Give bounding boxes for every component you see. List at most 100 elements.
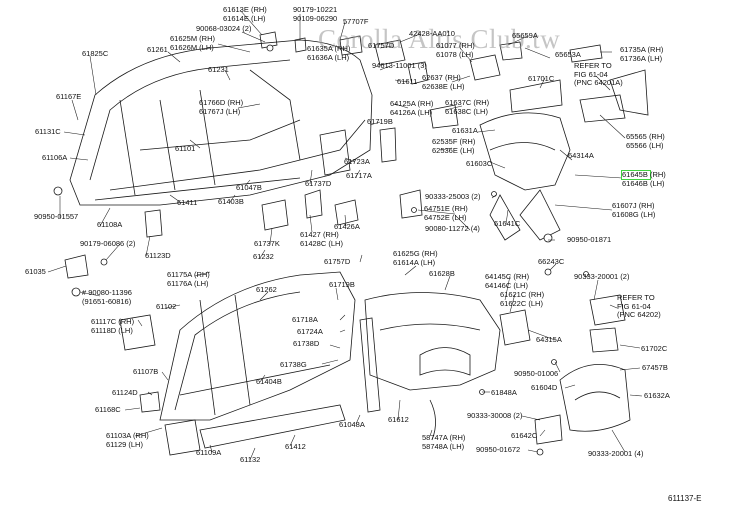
part-label: 61719B: [367, 117, 393, 126]
part-label: 61641C: [494, 219, 521, 228]
part-label: 65659A: [512, 31, 538, 40]
part-label: 57707F: [343, 17, 369, 26]
part-label: 61403B: [218, 197, 244, 206]
part-label-highlighted: 61645B (RH)61646B (LH): [622, 170, 666, 188]
part-label: 65653A: [555, 50, 581, 59]
part-label: 61231: [208, 65, 229, 74]
part-label: 64125A (RH)64126A (LH): [390, 99, 434, 117]
part-label: 90333-20001 (4): [588, 449, 644, 458]
part-label: 61262: [256, 285, 277, 294]
upper-small-parts: [259, 31, 563, 129]
part-label: 61109A: [196, 448, 222, 457]
part-label: 61426A: [334, 222, 360, 231]
part-label: 58747A (RH)58748A (LH): [422, 433, 466, 451]
part-label: 61132: [240, 455, 261, 464]
part-label: 90068-03024 (2): [196, 24, 252, 33]
part-label: 61738G: [280, 360, 307, 369]
part-label: 61702C: [641, 344, 668, 353]
upper-quarter-panel: [479, 44, 649, 241]
figure-code: 611137-E: [668, 494, 702, 503]
part-label: 61701C: [528, 74, 555, 83]
part-label: 61738D: [293, 339, 320, 348]
part-label: 61108A: [97, 220, 123, 229]
part-label: 90950-01006: [514, 369, 559, 378]
part-label: 61035: [25, 267, 46, 276]
part-label: 64315A: [536, 335, 562, 344]
part-label: 61175A (RH)61176A (LH): [167, 270, 210, 288]
part-label: 61103A (RH)61129 (LH): [106, 431, 149, 449]
part-label: 61735A (RH)61736A (LH): [620, 45, 664, 63]
part-label: 61604D: [531, 383, 558, 392]
part-label: 90333-30008 (2): [467, 411, 523, 420]
part-label: 90950-01672: [476, 445, 521, 454]
mid-brackets: [64, 127, 423, 279]
part-label: 64145C (RH)64146C (LH): [485, 272, 530, 290]
part-label: 61848A: [491, 388, 517, 397]
lower-quarter-panel: [359, 292, 631, 445]
part-label: 61611: [397, 77, 418, 86]
part-label: 61625M (RH)61626M (LH): [170, 34, 216, 52]
part-label: 66243C: [538, 257, 565, 266]
part-label: 90950-01871: [567, 235, 612, 244]
part-label: 61102: [156, 302, 177, 311]
part-label: 61724A: [297, 327, 323, 336]
part-label: 61737D: [305, 179, 332, 188]
part-label: 61737K: [254, 239, 280, 248]
part-label: # 90080-11396(91651-60816): [82, 288, 132, 306]
part-label: 61612: [388, 415, 409, 424]
part-label: 61603C: [466, 159, 493, 168]
part-label: 61411: [177, 198, 198, 207]
part-label: 64751E (RH)64752E (LH): [424, 204, 468, 222]
part-label: 61625G (RH)61614A (LH): [393, 249, 438, 267]
highlight-box: [621, 170, 651, 180]
part-label: 61637C (RH)61638C (LH): [445, 98, 490, 116]
part-label: 90080-11272 (4): [425, 224, 480, 233]
part-label: 61261: [147, 45, 168, 54]
part-label: 90179-06086 (2): [80, 239, 136, 248]
part-label: 61117C (RH)61118D (LH): [91, 317, 135, 335]
part-label: 61048A: [339, 420, 365, 429]
part-label: 61825C: [82, 49, 109, 58]
part-label: 61635A (RH)61636A (LH): [307, 44, 351, 62]
part-label: 61427 (RH)61428C (LH): [300, 230, 343, 248]
part-label: 61124D: [112, 388, 138, 397]
part-label: 61757D: [368, 41, 395, 50]
lower-body-shell: [119, 271, 356, 456]
part-label: 61232: [253, 252, 274, 261]
part-label: 61047B: [236, 183, 262, 192]
part-label: 61167E: [56, 92, 82, 101]
part-label: 61107B: [133, 367, 159, 376]
part-label: 62637 (RH)62638E (LH): [422, 73, 465, 91]
watermark-text: Corolla Altis Club.tw: [318, 24, 561, 54]
part-label: 61631A: [452, 126, 478, 135]
part-label: 61719B: [329, 280, 355, 289]
part-label: 61412: [285, 442, 306, 451]
part-label: 61632A: [644, 391, 670, 400]
part-label: 61131C: [35, 127, 61, 136]
part-label: 61607J (RH)61608G (LH): [612, 201, 656, 219]
part-label: 61123D: [145, 251, 171, 260]
part-label: 61717A: [346, 171, 372, 180]
part-label: 61766D (RH)61767J (LH): [199, 98, 244, 116]
part-label: 62535F (RH)62536E (LH): [432, 137, 476, 155]
part-label: 61168C: [95, 405, 121, 414]
part-label: 65565 (RH)65566 (LH): [626, 132, 665, 150]
part-label: 90950-01557: [34, 212, 79, 221]
part-label: 61613E (RH)61614E (LH): [223, 5, 267, 23]
part-label: 61628B: [429, 269, 455, 278]
part-label: 61642C: [511, 431, 538, 440]
part-label: 61101: [175, 144, 196, 153]
part-label: 61718A: [292, 315, 318, 324]
part-label: 67457B: [642, 363, 668, 372]
part-label: 61621C (RH)61622C (LH): [500, 290, 545, 308]
upper-body-shell: [69, 39, 373, 206]
part-label: 90333-20001 (2): [574, 272, 630, 281]
part-label: 64314A: [568, 151, 594, 160]
part-label: 90333-25003 (2): [425, 192, 481, 201]
part-label: 61404B: [256, 377, 282, 386]
